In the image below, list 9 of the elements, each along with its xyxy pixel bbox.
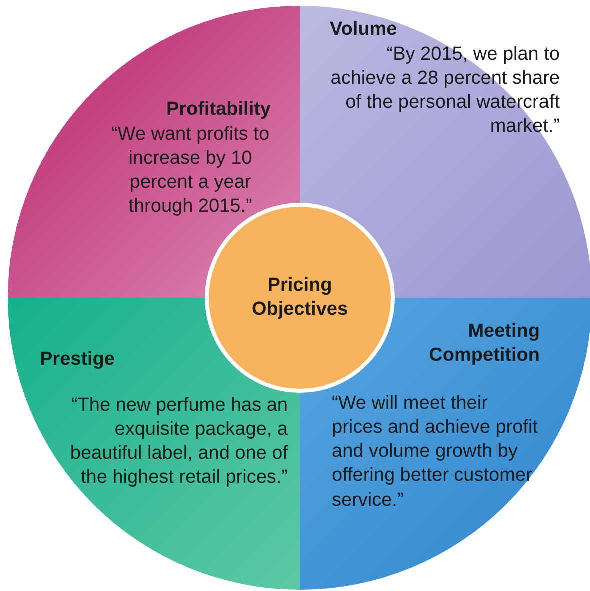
segment-quote: “We will meet their prices and achieve profit and volume growth by offering better customer service.” (332, 392, 539, 512)
segment-heading: Profitability (165, 98, 271, 122)
segment-heading: Volume (330, 18, 398, 42)
segment-quote: “We want profits to increase by 10 percent a year through 2015.” (110, 123, 271, 220)
center-label: Pricing Objectives (250, 274, 350, 322)
segment-heading: Meeting Competition (428, 320, 540, 368)
segment-quote: “The new perfume has an exquisite package, a beautiful label, and one of the highest retail prices.” (69, 394, 288, 490)
segment-quote: “By 2015, we plan to achieve a 28 percent share of the personal watercraft market.” (330, 43, 560, 140)
segment-heading: Prestige (40, 348, 116, 372)
